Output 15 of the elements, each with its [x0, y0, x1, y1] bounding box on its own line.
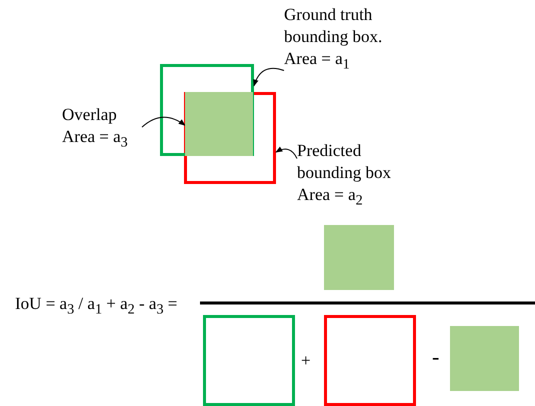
leader-line: [275, 146, 298, 160]
operator-sign: +: [301, 350, 311, 372]
bounding-box-outline: [184, 92, 276, 184]
operator-sign: -: [432, 346, 440, 368]
callout-text: Ground truth bounding box. Area = a$_{1}$: [284, 4, 404, 76]
leader-line: [253, 68, 284, 87]
callout-text: Predicted bounding box Area = a$_{2}$: [297, 140, 409, 212]
overlap-square: [324, 225, 394, 290]
callout-text: Overlap Area = a$_{3}$: [62, 104, 142, 154]
overlap-square: [450, 326, 519, 391]
leader-line: [142, 116, 186, 128]
bounding-box-outline: [324, 315, 416, 406]
overlap-square: [185, 92, 253, 156]
bounding-box-outline: [203, 315, 295, 406]
formula-text: IoU = a$_{3}$ / a$_{1}$ + a$_{2}$ - a$_{3}$ =: [15, 293, 178, 320]
